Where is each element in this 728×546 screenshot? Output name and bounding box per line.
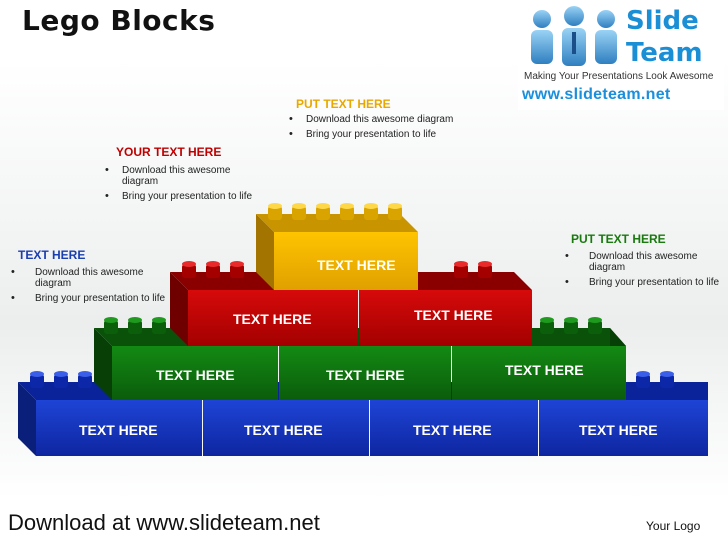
yellow-brick-1: [274, 232, 418, 290]
blue-brick-2: [203, 400, 369, 456]
green-brick-1-label: TEXT HERE: [156, 367, 235, 383]
red-brick-1-label: TEXT HERE: [233, 311, 312, 327]
footer-download-text: Download at www.slideteam.net: [8, 510, 320, 535]
people-icon: [531, 6, 617, 66]
slideteam-logo: Slide Team Making Your Presentations Loo…: [518, 2, 724, 110]
green-brick-2: [279, 346, 451, 400]
callout-right-list: Download this awesome diagram Bring your…: [558, 251, 724, 288]
list-item: Download this awesome diagram: [4, 267, 169, 289]
callout-left: TEXT HERE Download this awesome diagram …: [4, 248, 169, 308]
callout-left-heading: TEXT HERE: [18, 248, 86, 262]
red-brick-2: [359, 290, 532, 346]
list-item: Download this awesome diagram: [282, 114, 457, 125]
list-item: Bring your presentation to life: [98, 191, 263, 202]
blue-brick-2-label: TEXT HERE: [244, 422, 323, 438]
green-brick-1: [112, 346, 278, 400]
callout-upper-left: YOUR TEXT HERE Download this awesome dia…: [98, 145, 263, 206]
green-brick-3: [452, 346, 626, 400]
list-item: Download this awesome diagram: [558, 251, 724, 273]
callout-top-center-heading: PUT TEXT HERE: [296, 97, 391, 111]
list-item: Bring your presentation to life: [282, 129, 457, 140]
yellow-row: [256, 203, 418, 290]
callout-right-heading: PUT TEXT HERE: [571, 232, 666, 246]
callout-right: PUT TEXT HERE Download this awesome diag…: [558, 232, 724, 292]
blue-brick-3-label: TEXT HERE: [413, 422, 492, 438]
red-brick-2-label: TEXT HERE: [414, 307, 493, 323]
green-brick-2-label: TEXT HERE: [326, 367, 405, 383]
list-item: Download this awesome diagram: [98, 165, 263, 187]
logo-brand-slide: Slide: [626, 6, 699, 36]
blue-brick-4-label: TEXT HERE: [579, 422, 658, 438]
page-title: Lego Blocks: [22, 4, 216, 37]
callout-top-center-list: Download this awesome diagram Bring your…: [282, 114, 457, 140]
logo-tagline: Making Your Presentations Look Awesome: [524, 71, 714, 82]
footer-your-logo: Your Logo: [646, 519, 701, 533]
blue-brick-1: [36, 400, 202, 456]
callout-upper-left-list: Download this awesome diagram Bring your…: [98, 165, 263, 202]
yellow-brick-label: TEXT HERE: [317, 257, 396, 273]
callout-upper-left-heading: YOUR TEXT HERE: [116, 145, 222, 159]
blue-brick-3: [370, 400, 538, 456]
blue-brick-4: [539, 400, 708, 456]
callout-left-list: Download this awesome diagram Bring your…: [4, 267, 169, 304]
blue-brick-1-label: TEXT HERE: [79, 422, 158, 438]
list-item: Bring your presentation to life: [558, 277, 724, 288]
green-brick-3-label: TEXT HERE: [505, 362, 584, 378]
list-item: Bring your presentation to life: [4, 293, 169, 304]
logo-brand-team: Team: [626, 38, 703, 68]
callout-top-center: PUT TEXT HERE Download this awesome diag…: [282, 97, 457, 144]
logo-url: www.slideteam.net: [522, 86, 671, 103]
red-brick-1: [188, 290, 358, 346]
